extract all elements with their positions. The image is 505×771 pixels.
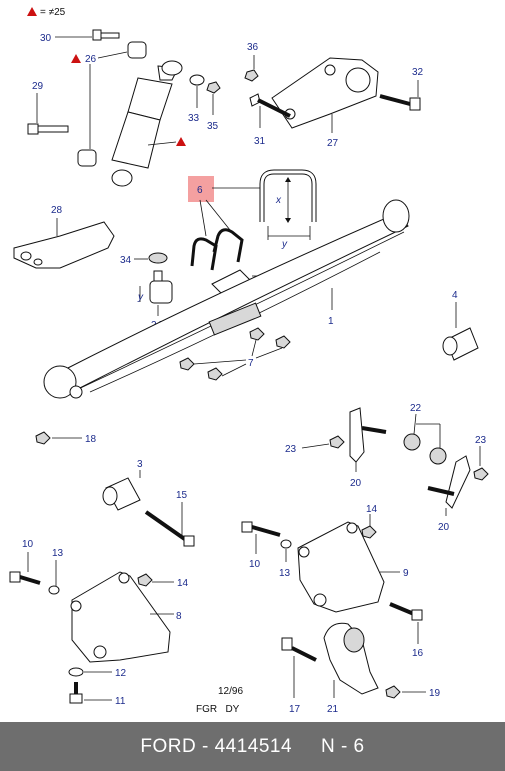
diagram-date: 12/96 [218,686,243,697]
part-17-bolt [281,637,317,698]
part-36-nut [244,69,259,82]
part-26-lower-bushing [77,149,97,167]
label-9: 9 [403,568,409,579]
part-29-bolt [27,93,69,135]
warning-triangle-icon [176,137,186,146]
label-21: 21 [327,704,339,715]
label-23-left: 23 [285,444,297,455]
label-27: 27 [327,138,339,149]
part-21-hanger [323,622,379,698]
legend-text: = ≠25 [40,7,66,18]
label-11: 11 [115,696,126,707]
label-19: 19 [429,688,441,699]
label-17: 17 [289,704,301,715]
part-27-bracket [271,57,379,133]
label-6: 6 [197,185,203,196]
part-32-bolt [379,80,421,111]
part-12-washer [68,667,84,677]
label-7: 7 [248,358,254,369]
callout-6-highlight [188,176,214,202]
part-35-nut [206,81,221,94]
part-22-bushings [403,413,447,465]
label-3: 3 [137,459,143,470]
label-14-right: 14 [366,504,378,515]
part-23-nut-left [329,435,345,449]
label-23-right: 23 [475,435,487,446]
label-8: 8 [176,611,182,622]
part-20-shackle-right [427,455,471,516]
label-15: 15 [176,490,188,501]
part-26-bushing [127,41,147,59]
part-33-washer [189,74,205,86]
label-1: 1 [328,316,334,327]
warning-triangle-icon [27,7,37,16]
shock-absorber [111,60,183,187]
dimension-y: y [281,239,288,250]
dimension-x: x [275,195,282,206]
part-14-nut-right [361,525,377,539]
part-24-bump-stop [139,270,173,316]
label-32: 32 [412,67,424,78]
part-13-washer-right [280,539,292,549]
part-10-bolt-left [9,552,41,585]
u-bolt-dimension-drawing [259,169,317,240]
label-12: 12 [115,668,127,679]
label-36: 36 [247,42,259,53]
label-10-right: 10 [249,559,261,570]
part-31-bolt [249,93,291,128]
label-31: 31 [254,136,266,147]
label-28: 28 [51,205,63,216]
part-4-bushing [442,302,479,361]
part-3-bushing [102,470,141,511]
label-18: 18 [85,434,97,445]
label-16: 16 [412,648,424,659]
label-34: 34 [120,255,132,266]
part-number-footer: FORD - 4414514 N - 6 [0,722,505,771]
part-11-bolt [69,682,112,704]
label-20-right: 20 [438,522,450,533]
label-29: 29 [32,81,44,92]
label-30: 30 [40,33,52,44]
u-bolts [190,228,244,271]
label-33: 33 [188,113,200,124]
footer-text: FORD - 4414514 N - 6 [140,735,365,757]
part-34-washer [148,252,168,264]
part-15-bolt [144,502,195,547]
label-14-left: 14 [177,578,189,589]
part-1-leaf-spring [43,199,410,399]
part-16-bolt [389,602,423,644]
dimension-y-bumpstop: y [137,292,144,303]
part-10-bolt-right [241,521,281,554]
label-20-left: 20 [350,478,362,489]
part-30-bolt [55,29,120,41]
warning-triangle-icon [71,54,81,63]
exploded-parts-diagram: = ≠25 30 26 29 33 35 [9,7,489,715]
part-8-bracket [70,571,174,663]
label-22: 22 [410,403,422,414]
part-9-bracket [297,521,400,613]
label-26: 26 [85,54,97,65]
label-4: 4 [452,290,458,301]
label-35: 35 [207,121,219,132]
label-13-right: 13 [279,568,291,579]
label-13-left: 13 [52,548,64,559]
label-10-left: 10 [22,539,34,550]
part-7-nuts [179,327,291,381]
part-23-nut-right [473,467,489,481]
diagram-code: FGR DY [196,704,240,715]
part-19-nut [385,685,401,699]
part-20-shackle-left [349,407,387,472]
part-28-plate [13,218,115,269]
part-14-nut-left [137,573,153,587]
part-18-nut [35,431,51,445]
part-13-washer-left [48,585,60,595]
